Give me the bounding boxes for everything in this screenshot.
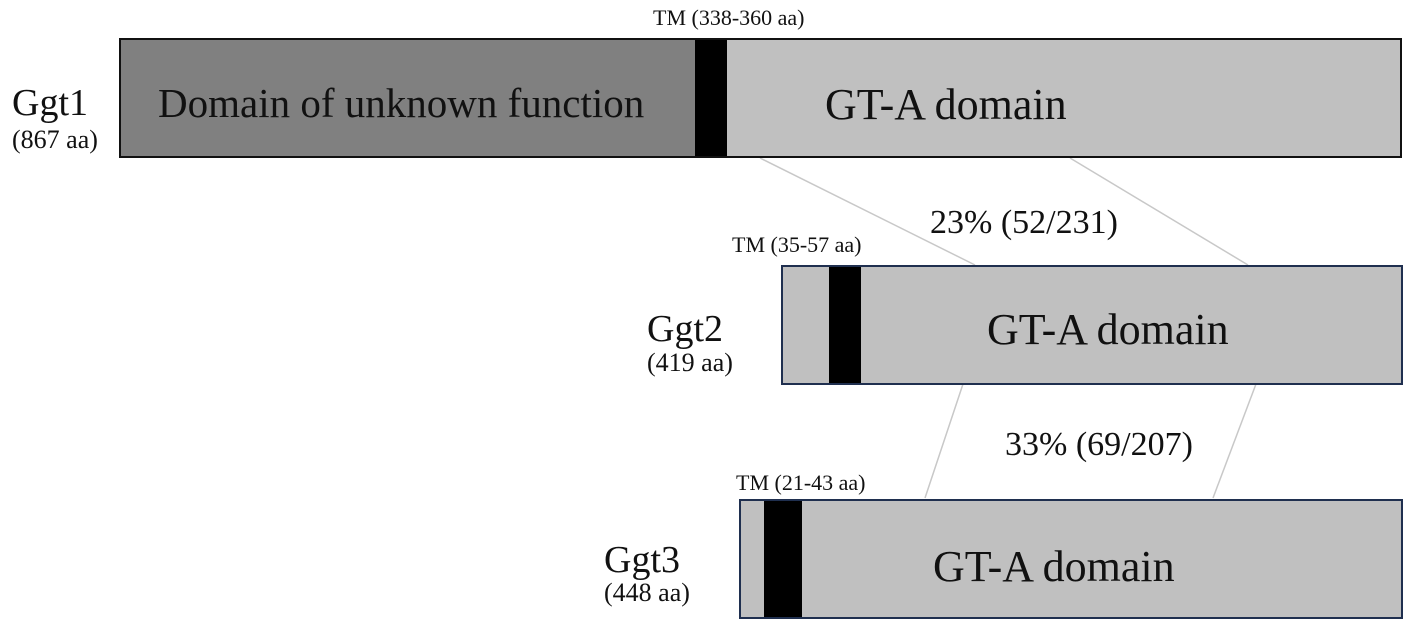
connector-ggt2-ggt3-right: [1212, 383, 1257, 499]
domain-gta-ggt1: GT-A domain: [727, 40, 1400, 156]
tm-segment-ggt3: [764, 501, 802, 617]
domain-gta-ggt2-label: GT-A domain: [987, 305, 1229, 354]
identity-ggt2-ggt3: 33% (69/207): [1005, 426, 1193, 463]
protein-length-ggt1: (867 aa): [12, 125, 98, 154]
tm-label-ggt2: TM (35-57 aa): [732, 232, 862, 257]
protein-bar-ggt1: Domain of unknown function GT-A domain: [119, 38, 1402, 158]
protein-name-ggt3: Ggt3: [604, 539, 680, 581]
domain-gta-ggt3-label: GT-A domain: [933, 542, 1175, 591]
domain-unknown-function: Domain of unknown function: [121, 40, 695, 156]
connector-ggt1-ggt2-left: [759, 157, 976, 266]
protein-bar-ggt3: GT-A domain: [739, 499, 1403, 619]
protein-name-ggt1: Ggt1: [12, 82, 88, 124]
tm-label-ggt3: TM (21-43 aa): [736, 470, 866, 495]
protein-length-ggt3: (448 aa): [604, 578, 690, 607]
tm-label-ggt1: TM (338-360 aa): [653, 5, 805, 30]
domain-unknown-function-label: Domain of unknown function: [158, 80, 645, 126]
tm-segment-ggt2: [829, 267, 861, 383]
tm-segment-ggt1: [695, 40, 727, 156]
protein-name-ggt2: Ggt2: [647, 308, 723, 350]
connector-ggt2-ggt3-left: [924, 383, 964, 499]
identity-ggt1-ggt2: 23% (52/231): [930, 204, 1118, 241]
protein-length-ggt2: (419 aa): [647, 348, 733, 377]
connector-ggt1-ggt2-right: [1069, 157, 1249, 266]
protein-bar-ggt2: GT-A domain: [781, 265, 1403, 385]
domain-gta-ggt1-label: GT-A domain: [825, 80, 1067, 129]
